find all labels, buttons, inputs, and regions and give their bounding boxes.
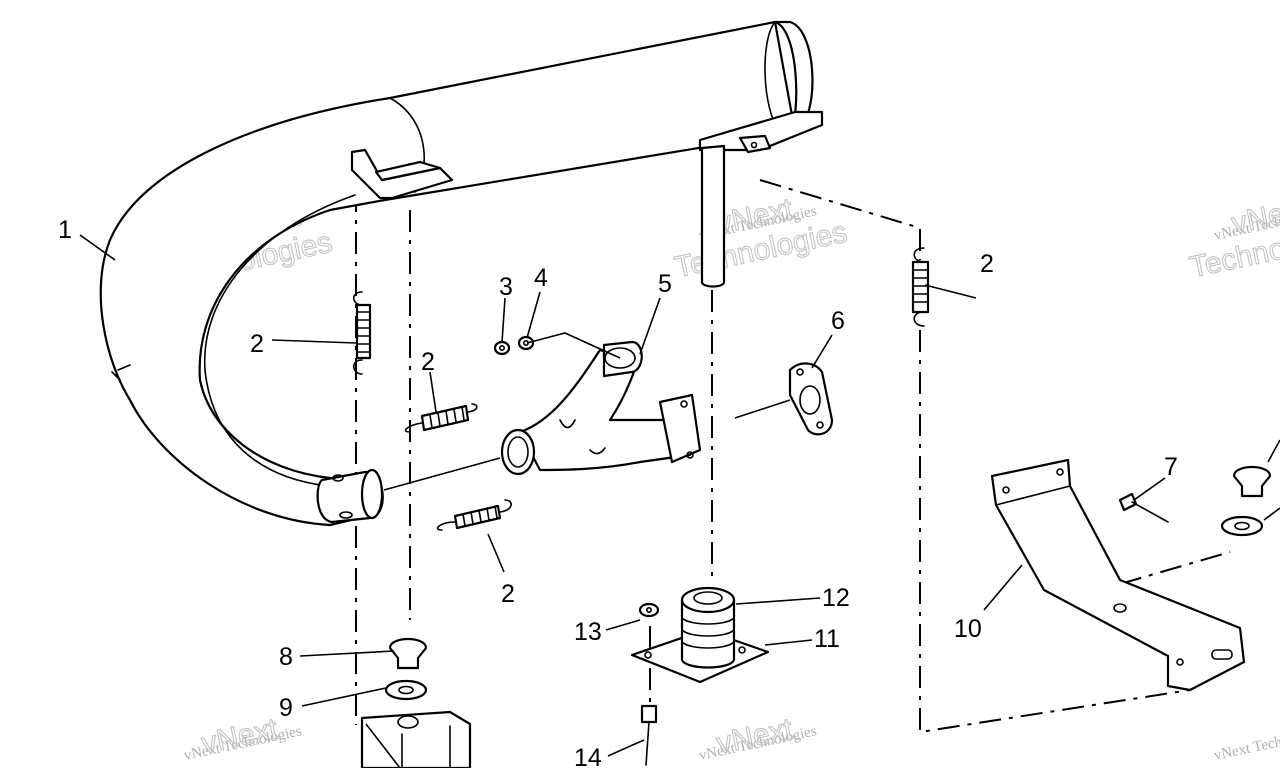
rubber-damper	[680, 586, 736, 669]
exhaust-spring	[436, 499, 512, 531]
screw	[640, 704, 658, 766]
exhaust-spring	[404, 403, 478, 433]
callout-2: 2	[501, 580, 515, 608]
watermark-text: vNext Technologies	[1213, 723, 1280, 764]
callout-7: 7	[1164, 453, 1178, 481]
callout-9: 9	[279, 694, 293, 722]
gasket	[788, 362, 834, 436]
heat-shield-bracket	[990, 458, 1246, 692]
washer	[517, 335, 535, 351]
callout-11: 11	[814, 625, 840, 653]
washer	[1220, 515, 1264, 537]
callout-labels: 1 2 2 2 2 3 4 5 6 7 8 9 10 11 12 13 14	[58, 216, 1178, 768]
exhaust-spring	[352, 291, 372, 375]
grommet	[1232, 465, 1272, 498]
callout-1: 1	[58, 216, 72, 244]
callout-4: 4	[534, 264, 548, 292]
callout-13: 13	[574, 618, 602, 646]
assembly-lines	[355, 179, 1231, 734]
leader-lines	[79, 234, 1280, 768]
callout-12: 12	[822, 584, 850, 612]
exhaust-spring	[911, 247, 930, 327]
grommet	[388, 637, 428, 670]
washer	[384, 679, 428, 701]
nut	[493, 340, 511, 356]
y-pipe	[500, 340, 702, 476]
watermark-text: vNext	[714, 712, 797, 760]
callout-14: 14	[574, 744, 602, 768]
callout-2: 2	[980, 250, 994, 278]
exhaust-pipe-muffler	[99, 20, 824, 527]
callout-6: 6	[831, 307, 845, 335]
bolt	[1118, 492, 1169, 523]
callout-2: 2	[250, 330, 264, 358]
callout-2: 2	[421, 348, 435, 376]
callout-3: 3	[499, 273, 513, 301]
watermark-text: vNext	[199, 712, 282, 760]
small-washer	[638, 602, 660, 618]
callout-5: 5	[658, 270, 672, 298]
callout-8: 8	[279, 643, 293, 671]
callout-10: 10	[954, 615, 982, 643]
